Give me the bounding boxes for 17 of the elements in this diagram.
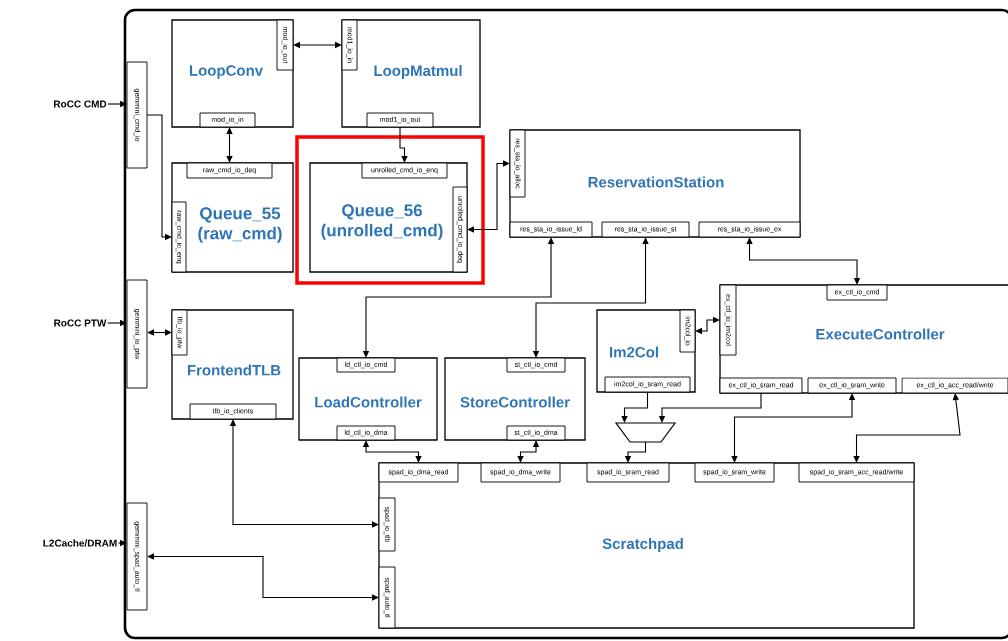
connector-arrow	[229, 419, 379, 528]
interface-label: RoCC CMD	[54, 100, 107, 108]
connector-arrow	[746, 237, 861, 285]
connector-arrow	[467, 160, 510, 233]
connector-arrow	[695, 316, 720, 335]
interface-label: L2Cache/DRAM	[43, 539, 117, 547]
connector-arrow	[362, 440, 422, 463]
interface-label: RoCC PTW	[54, 319, 107, 327]
connector-arrow	[147, 329, 172, 336]
connector-arrow	[621, 391, 649, 423]
connector-arrow	[226, 127, 233, 163]
connector-arrow	[399, 126, 408, 163]
connector-arrow	[853, 393, 961, 463]
connector-arrow	[147, 553, 379, 601]
highlight-frame	[295, 135, 485, 285]
chip-boundary	[123, 8, 1008, 640]
connector-arrow	[293, 41, 342, 49]
